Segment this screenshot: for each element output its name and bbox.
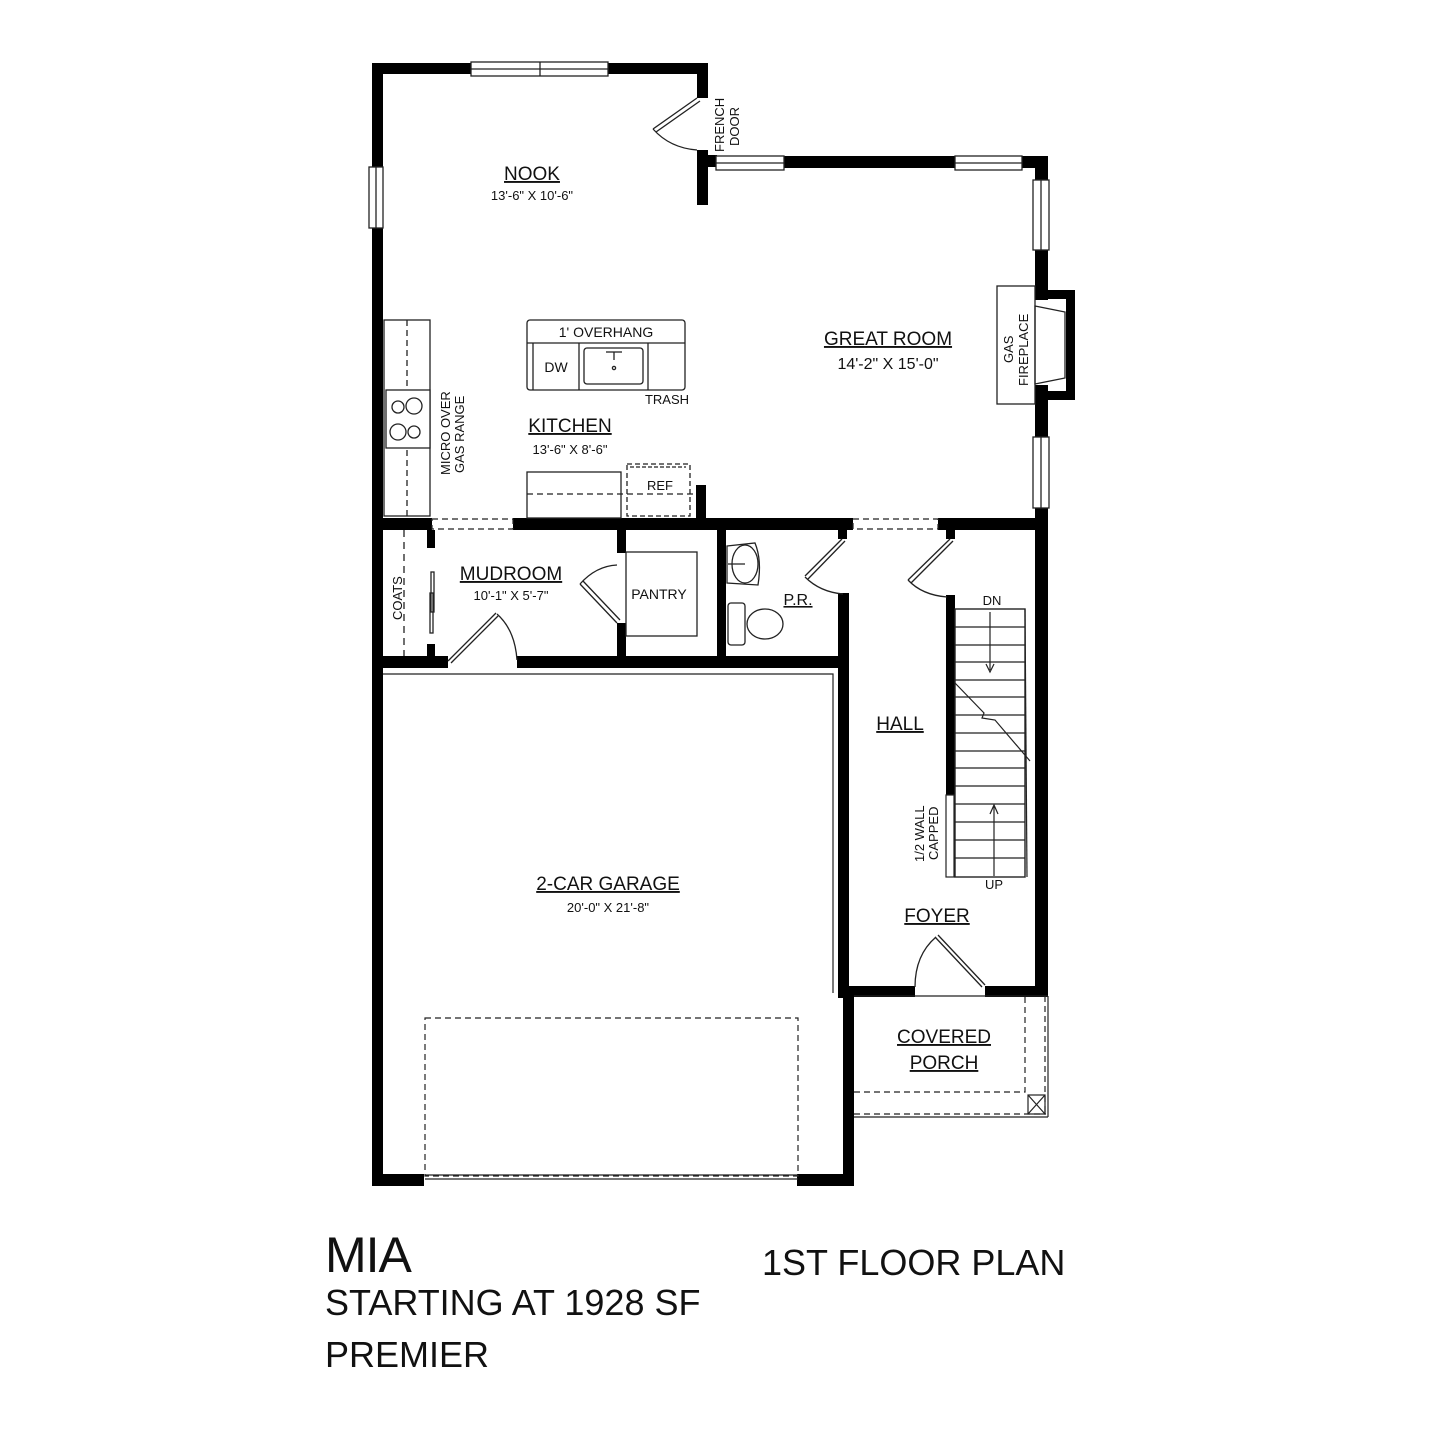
plan-name: MIA bbox=[325, 1227, 412, 1283]
nook-label: NOOK bbox=[504, 164, 560, 185]
kitchen-dims: 13'-6" X 8'-6" bbox=[533, 442, 608, 457]
front-door bbox=[914, 934, 986, 988]
plan-series: PREMIER bbox=[325, 1334, 490, 1375]
fireplace-label-2: FIREPLACE bbox=[1016, 313, 1031, 386]
overhang-label: 1' OVERHANG bbox=[559, 324, 653, 340]
french-door-label-1: FRENCH bbox=[712, 98, 727, 152]
range-label-2: GAS RANGE bbox=[452, 395, 467, 473]
trash-label: TRASH bbox=[645, 392, 689, 407]
exterior-walls bbox=[372, 63, 1075, 1186]
cased-openings bbox=[431, 518, 939, 530]
coats-label: COATS bbox=[390, 576, 405, 620]
fireplace-label-1: GAS bbox=[1001, 335, 1016, 363]
half-wall-label-2: CAPPED bbox=[926, 807, 941, 860]
garage-dims: 20'-0" X 21'-8" bbox=[567, 900, 650, 915]
mudroom-dims: 10'-1" X 5'-7" bbox=[474, 588, 549, 603]
dishwasher-label: DW bbox=[544, 359, 568, 375]
great-room-dims: 14'-2" X 15'-0" bbox=[837, 356, 938, 373]
nook-dims: 13'-6" X 10'-6" bbox=[491, 188, 574, 203]
mudroom-label: MUDROOM bbox=[460, 564, 562, 585]
kitchen-fixtures bbox=[383, 319, 696, 519]
powder-room-label: P.R. bbox=[783, 592, 812, 609]
kitchen-label: KITCHEN bbox=[528, 416, 611, 437]
ref-label: REF bbox=[647, 478, 673, 493]
porch-label-line2: PORCH bbox=[910, 1053, 979, 1074]
staircase[interactable] bbox=[945, 608, 1031, 878]
stairs-up-label: UP bbox=[985, 877, 1003, 892]
garage-inner-lines bbox=[383, 673, 834, 1180]
half-wall-label-1: 1/2 WALL bbox=[912, 805, 927, 862]
room-labels: NOOK 13'-6" X 10'-6" GREAT ROOM 14'-2" X… bbox=[460, 164, 991, 1074]
great-room-label: GREAT ROOM bbox=[824, 329, 952, 350]
pantry-label: PANTRY bbox=[631, 586, 687, 602]
plan-square-footage: STARTING AT 1928 SF bbox=[325, 1282, 701, 1323]
french-door-label-2: DOOR bbox=[727, 107, 742, 146]
hall-label: HALL bbox=[876, 714, 924, 735]
foyer-label: FOYER bbox=[904, 906, 969, 927]
porch-label-line1: COVERED bbox=[897, 1027, 991, 1048]
garage-label: 2-CAR GARAGE bbox=[536, 874, 680, 895]
mudroom-fixtures bbox=[403, 530, 698, 664]
french-door bbox=[652, 97, 701, 151]
plan-floor-title: 1ST FLOOR PLAN bbox=[762, 1242, 1066, 1283]
gas-fireplace bbox=[996, 285, 1066, 405]
covered-porch bbox=[854, 995, 1049, 1118]
stairs-down-label: DN bbox=[983, 593, 1002, 608]
range-label-1: MICRO OVER bbox=[438, 391, 453, 475]
powder-room-fixtures bbox=[726, 538, 954, 646]
windows bbox=[368, 61, 1050, 509]
annotations: FRENCH DOOR GAS FIREPLACE 1' OVERHANG DW… bbox=[390, 98, 1031, 892]
